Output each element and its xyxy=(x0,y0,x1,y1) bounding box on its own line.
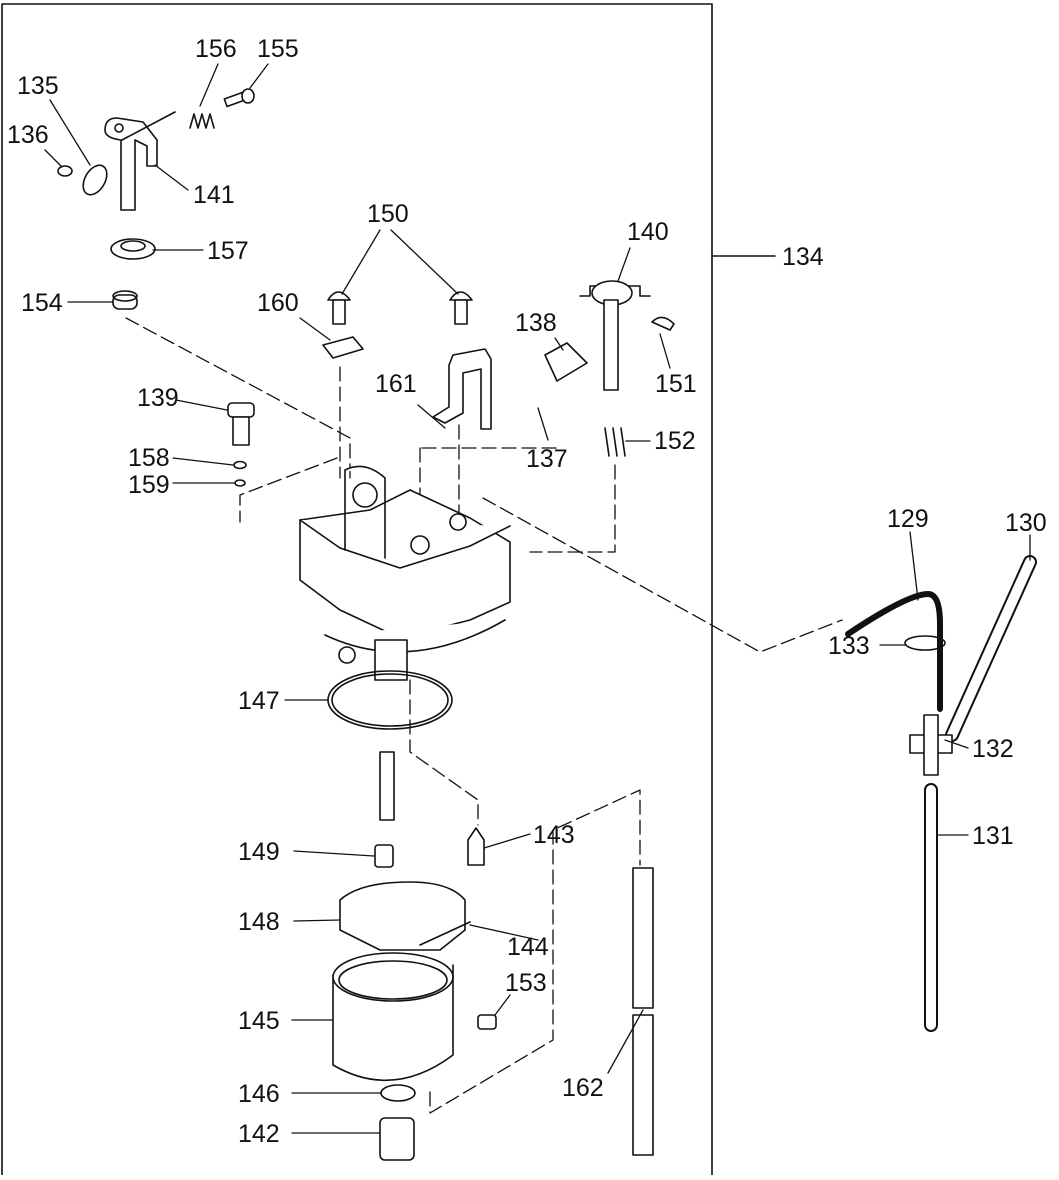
part-number-134: 134 xyxy=(782,243,824,271)
plate-160 xyxy=(322,336,364,359)
part-number: 151 xyxy=(655,370,697,398)
assembly-frame xyxy=(1,3,713,1176)
part-number: 144 xyxy=(507,933,549,961)
seal-157 xyxy=(110,238,156,260)
part-number: 133 xyxy=(828,632,870,660)
part-number: 161 xyxy=(375,370,417,398)
throttle-plate-135 xyxy=(57,164,108,196)
screws-150 xyxy=(327,291,473,325)
screw-155 xyxy=(223,88,255,108)
part-number: 162 xyxy=(562,1074,604,1102)
jet-149 xyxy=(374,844,394,868)
part-number: 150 xyxy=(367,200,409,228)
needle-valve-143 xyxy=(467,827,485,866)
choke-plate-138 xyxy=(544,342,588,382)
part-number: 139 xyxy=(137,384,179,412)
part-number: 130 xyxy=(1005,509,1047,537)
part-number: 148 xyxy=(238,908,280,936)
part-number: 145 xyxy=(238,1007,280,1035)
carburetor-body xyxy=(299,465,511,681)
part-number: 131 xyxy=(972,822,1014,850)
part-number: 152 xyxy=(654,427,696,455)
part-number: 129 xyxy=(887,505,929,533)
part-number: 136 xyxy=(7,121,49,149)
part-number: 140 xyxy=(627,218,669,246)
fuel-hose-130 xyxy=(945,555,1037,742)
part-number: 160 xyxy=(257,289,299,317)
bushing-154 xyxy=(112,290,138,310)
jet-139 xyxy=(227,402,255,446)
part-number: 157 xyxy=(207,237,249,265)
spring-156 xyxy=(189,113,215,129)
clip-133 xyxy=(904,635,946,651)
part-number: 147 xyxy=(238,687,280,715)
part-number: 159 xyxy=(128,471,170,499)
emulsion-tube xyxy=(379,751,395,821)
float-bowl-145 xyxy=(332,952,454,1082)
fuel-cock-132 xyxy=(909,714,953,776)
part-number: 138 xyxy=(515,309,557,337)
oring-158 xyxy=(233,460,247,470)
washer-146 xyxy=(380,1084,416,1102)
part-number: 155 xyxy=(257,35,299,63)
part-number: 149 xyxy=(238,838,280,866)
float-148 xyxy=(339,881,466,951)
float-pin-144 xyxy=(419,921,471,946)
part-number: 132 xyxy=(972,735,1014,763)
part-number: 141 xyxy=(193,181,235,209)
drain-screw-153 xyxy=(477,1014,497,1030)
part-number: 154 xyxy=(21,289,63,317)
part-number: 158 xyxy=(128,444,170,472)
leader-lines xyxy=(44,63,1031,1134)
oring-159 xyxy=(234,479,246,487)
bolt-142 xyxy=(379,1117,415,1161)
spring-152 xyxy=(604,427,626,457)
drain-tube-162 xyxy=(632,867,654,1156)
part-labels: 134 155 156 135 136 141 157 150 140 154 … xyxy=(7,35,1047,1148)
throttle-lever-141 xyxy=(104,111,176,211)
part-number: 146 xyxy=(238,1080,280,1108)
part-number: 142 xyxy=(238,1120,280,1148)
part-number: 143 xyxy=(533,821,575,849)
part-number: 135 xyxy=(17,72,59,100)
choke-lever-140 xyxy=(579,280,675,391)
part-number: 156 xyxy=(195,35,237,63)
breather-pipe-129 xyxy=(845,591,943,712)
part-number: 153 xyxy=(505,969,547,997)
part-number: 137 xyxy=(526,445,568,473)
bracket-161 xyxy=(432,348,492,430)
